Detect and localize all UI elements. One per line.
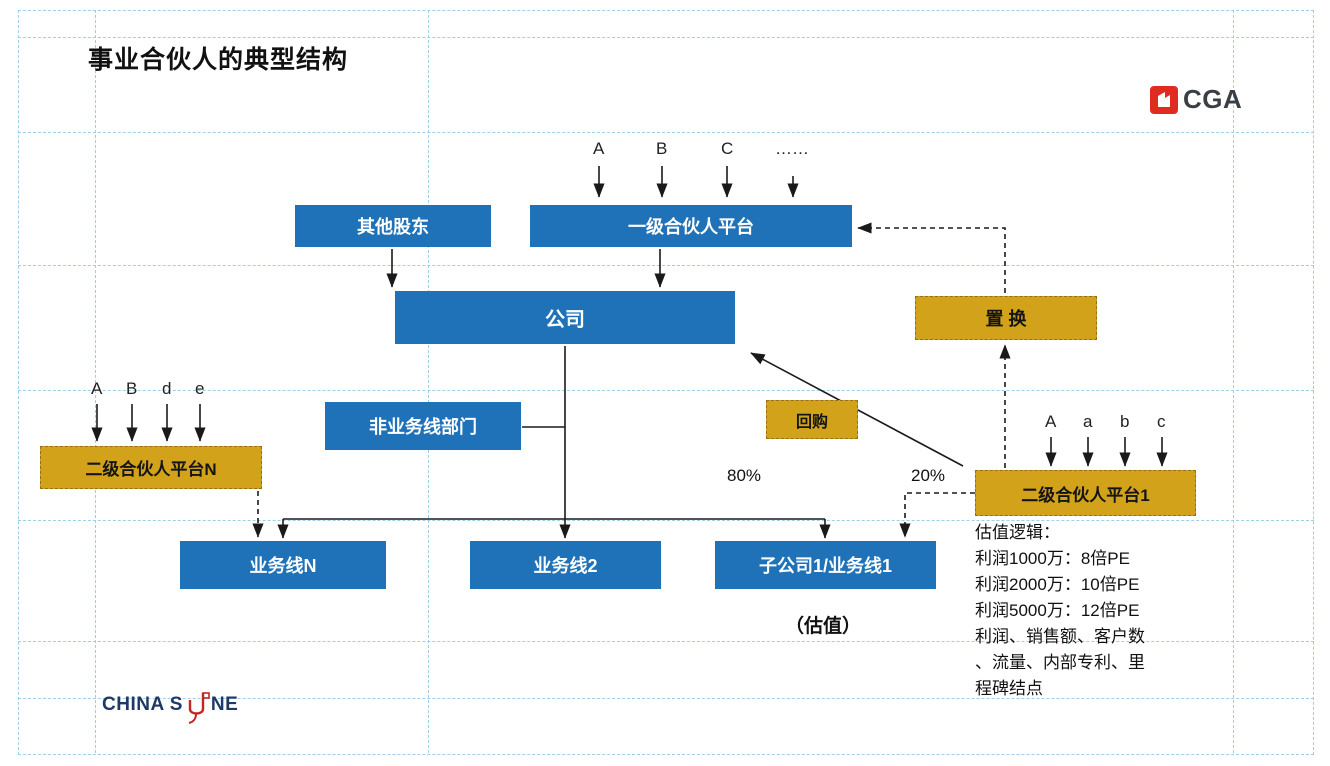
investor-label-right: A [1045,412,1057,431]
node-level2-partner-platform-n: 二级合伙人平台N [40,446,262,489]
node-company: 公司 [395,291,735,344]
investor-label-right: c [1157,412,1166,431]
valuation-line: 利润1000万：8倍PE [975,549,1130,568]
node-subsidiary-1: 子公司1/业务线1 [715,541,936,589]
valuation-line: 利润5000万：12倍PE [975,601,1140,620]
investor-label-left: e [195,379,205,398]
ownership-pct-platform: 20% [911,466,946,485]
node-level2-partner-platform-1: 二级合伙人平台1 [975,470,1196,516]
cga-logo-icon [1150,85,1178,114]
valuation-caption: （估值） [785,616,862,637]
investor-label-left: d [162,379,172,398]
node-buyback: 回购 [766,400,858,439]
investor-label-left: A [91,379,103,398]
node-business-line-2: 业务线2 [470,541,661,589]
node-non-business-dept: 非业务线部门 [325,402,521,450]
cga-logo: CGA [1150,84,1242,115]
valuation-logic-block: 估值逻辑： 利润1000万：8倍PE 利润2000万：10倍PE 利润5000万… [975,520,1145,702]
guide-line [1233,10,1234,753]
valuation-line: 、流量、内部专利、里 [975,653,1145,672]
arrow-level2-platform1-to-subsidiary [899,492,975,538]
node-business-line-n: 业务线N [180,541,386,589]
investor-label-right: a [1083,412,1093,431]
guide-line [18,132,1314,133]
node-level1-partner-platform: 一级合伙人平台 [530,205,852,247]
investor-label-top: A [593,139,605,158]
china-stone-text-left: CHINA S [102,694,183,715]
investor-label-top: B [656,139,668,158]
valuation-line: 程碑结点 [975,679,1043,698]
page-title: 事业合伙人的典型结构 [88,46,349,74]
arrow-swap-to-level1-platform [857,222,1006,293]
china-stone-text-right: NE [210,694,239,715]
node-swap: 置 换 [915,296,1097,340]
ownership-pct-company: 80% [727,466,762,485]
valuation-line: 利润、销售额、客户数 [975,627,1145,646]
investor-label-top: …… [775,139,809,158]
node-other-shareholders: 其他股东 [295,205,491,247]
guide-line [18,390,1314,391]
valuation-line: 估值逻辑： [975,523,1060,542]
investor-label-top: C [721,139,734,158]
guide-line [18,37,1314,38]
cga-logo-text: CGA [1183,84,1243,114]
guide-line [428,10,429,753]
china-stone-icon [188,692,210,724]
investor-label-left: B [126,379,138,398]
investor-label-right: b [1120,412,1130,431]
china-stone-logo: CHINA S NE [102,690,239,724]
valuation-line: 利润2000万：10倍PE [975,575,1140,594]
guide-line [18,265,1314,266]
